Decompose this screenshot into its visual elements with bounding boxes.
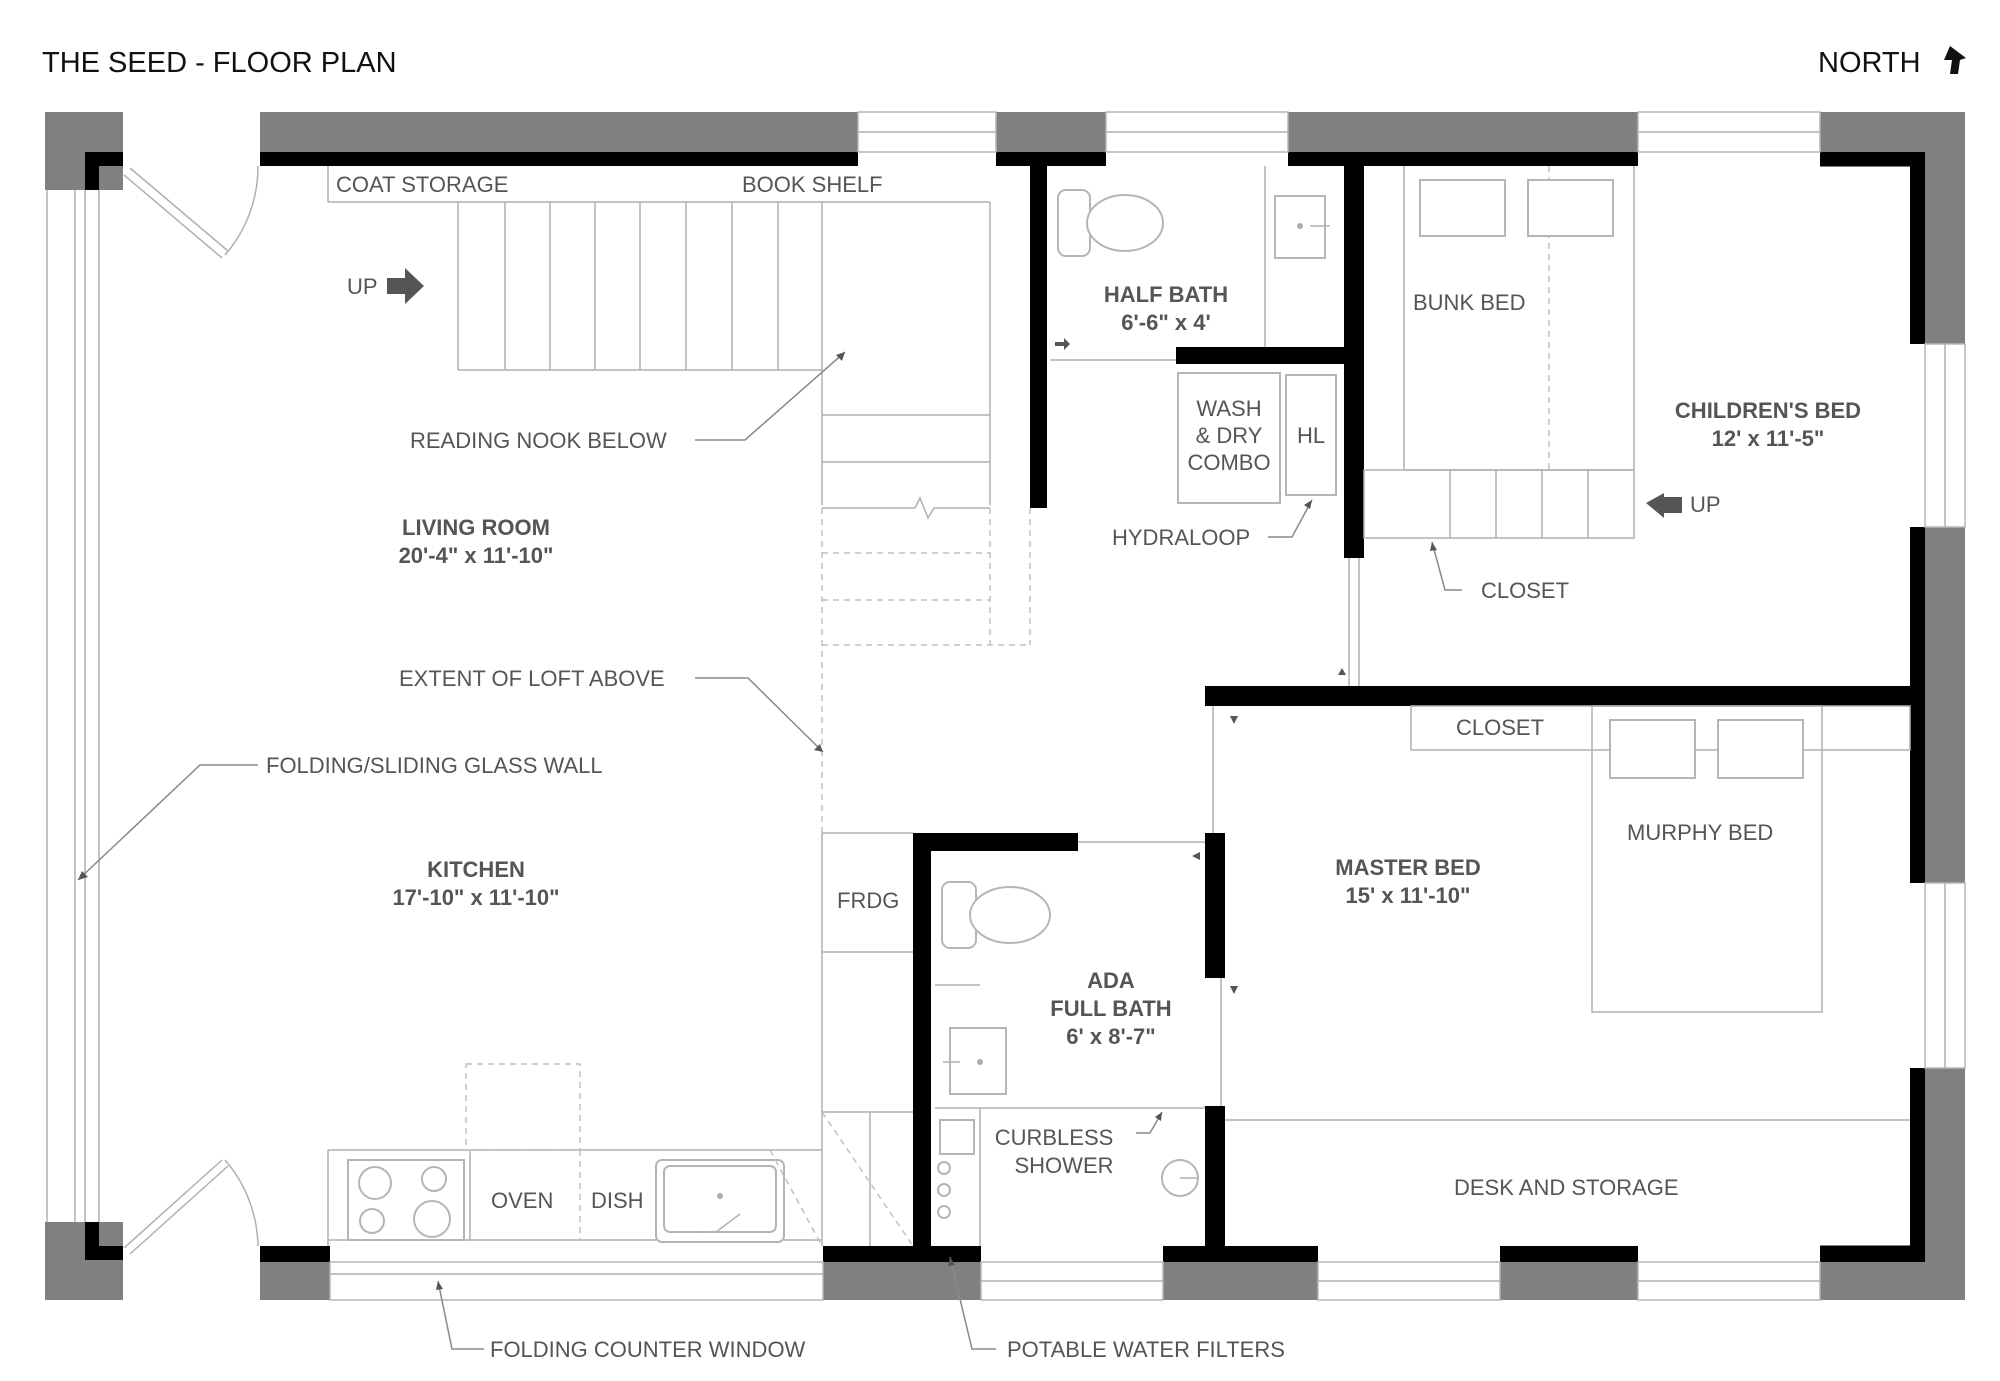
wash-label-1: WASH [1196, 396, 1261, 421]
kitchen-name: KITCHEN [427, 857, 525, 882]
master-bed-fixtures [1078, 705, 1911, 1121]
frdg-label: FRDG [837, 888, 899, 913]
children-bed-name: CHILDREN'S BED [1675, 398, 1861, 423]
up-ladder-arrow-icon [1646, 493, 1682, 518]
curbless-label-2: SHOWER [1015, 1153, 1114, 1178]
oven-label: OVEN [491, 1188, 553, 1213]
up-ladder-label: UP [1690, 492, 1721, 517]
wash-label-2: & DRY [1196, 423, 1263, 448]
living-room-dims: 20'-4" x 11'-10" [399, 543, 554, 568]
closet-children-label: CLOSET [1481, 578, 1569, 603]
book-shelf-label: BOOK SHELF [742, 172, 883, 197]
curbless-label-1: CURBLESS [995, 1125, 1114, 1150]
wash-label-3: COMBO [1187, 450, 1270, 475]
interior-walls [85, 152, 1925, 1262]
kitchen-fixtures [327, 832, 914, 1247]
reading-nook-label: READING NOOK BELOW [410, 428, 667, 453]
extent-loft-label: EXTENT OF LOFT ABOVE [399, 666, 665, 691]
living-room-name: LIVING ROOM [402, 515, 550, 540]
ada-bath-line1: ADA [1087, 968, 1135, 993]
ada-bath-line2: FULL BATH [1050, 996, 1171, 1021]
hl-label: HL [1297, 423, 1325, 448]
glass-wall-label: FOLDING/SLIDING GLASS WALL [266, 753, 603, 778]
closet-master-label: CLOSET [1456, 715, 1544, 740]
north-label: NORTH [1818, 47, 1921, 79]
coat-storage-label: COAT STORAGE [336, 172, 508, 197]
north-arrow-icon [1944, 46, 1966, 74]
desk-storage-label: DESK AND STORAGE [1454, 1175, 1679, 1200]
entry-doors [123, 165, 259, 1255]
murphy-bed-label: MURPHY BED [1627, 820, 1773, 845]
kitchen-dims: 17'-10" x 11'-10" [392, 885, 559, 910]
ada-bath-dims: 6' x 8'-7" [1066, 1024, 1155, 1049]
staircase [327, 166, 1031, 833]
children-bed-fixtures [1338, 166, 1635, 686]
half-bath-name: HALF BATH [1104, 282, 1228, 307]
up-stairs-label: UP [347, 274, 378, 299]
bunk-bed-label: BUNK BED [1413, 290, 1525, 315]
plan-title: THE SEED - FLOOR PLAN [42, 47, 397, 79]
potable-filters-label: POTABLE WATER FILTERS [1007, 1337, 1285, 1362]
leader-lines [77, 351, 1462, 1350]
half-bath-dims: 6'-6" x 4' [1121, 310, 1210, 335]
glass-wall [46, 190, 100, 1222]
laundry-units [1177, 372, 1337, 504]
hydraloop-label: HYDRALOOP [1112, 525, 1250, 550]
ada-bath-fixtures [935, 881, 1205, 1246]
half-bath-fixtures [1050, 166, 1330, 361]
master-bed-name: MASTER BED [1335, 855, 1480, 880]
master-bed-dims: 15' x 11'-10" [1346, 883, 1471, 908]
exterior-walls [45, 112, 1965, 1300]
folding-counter-label: FOLDING COUNTER WINDOW [490, 1337, 806, 1362]
dish-label: DISH [591, 1188, 644, 1213]
up-arrow-icon [387, 268, 424, 304]
windows [329, 111, 1966, 1301]
children-bed-dims: 12' x 11'-5" [1712, 426, 1825, 451]
